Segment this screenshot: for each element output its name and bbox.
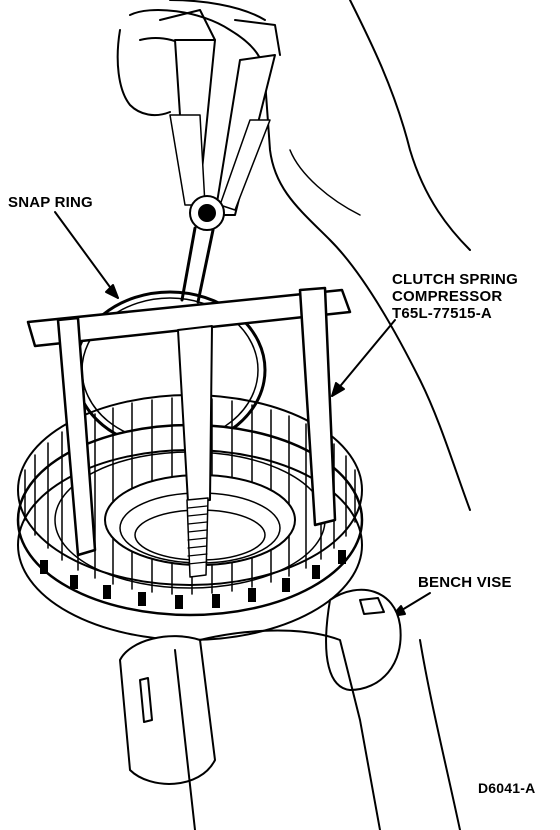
bench-vise-label: BENCH VISE (418, 574, 512, 591)
snap-ring-label-text: SNAP RING (8, 194, 93, 211)
snap-ring-label: SNAP RING (8, 194, 93, 211)
clutch-spring-compressor-label: CLUTCH SPRING COMPRESSOR T65L-77515-A (392, 271, 518, 322)
clutch-label-line1: CLUTCH SPRING (392, 271, 518, 288)
clutch-label-line2: COMPRESSOR (392, 288, 503, 305)
clutch-label-line3: T65L-77515-A (392, 305, 492, 322)
figure-id-text: D6041-A (478, 780, 536, 796)
bench-vise (119, 588, 461, 830)
bench-vise-label-text: BENCH VISE (418, 574, 512, 591)
figure-id-label: D6041-A (478, 780, 535, 797)
clutch-spring-compressor (26, 286, 352, 578)
technician-arm (116, 0, 471, 511)
snap-ring-pliers (159, 9, 281, 304)
